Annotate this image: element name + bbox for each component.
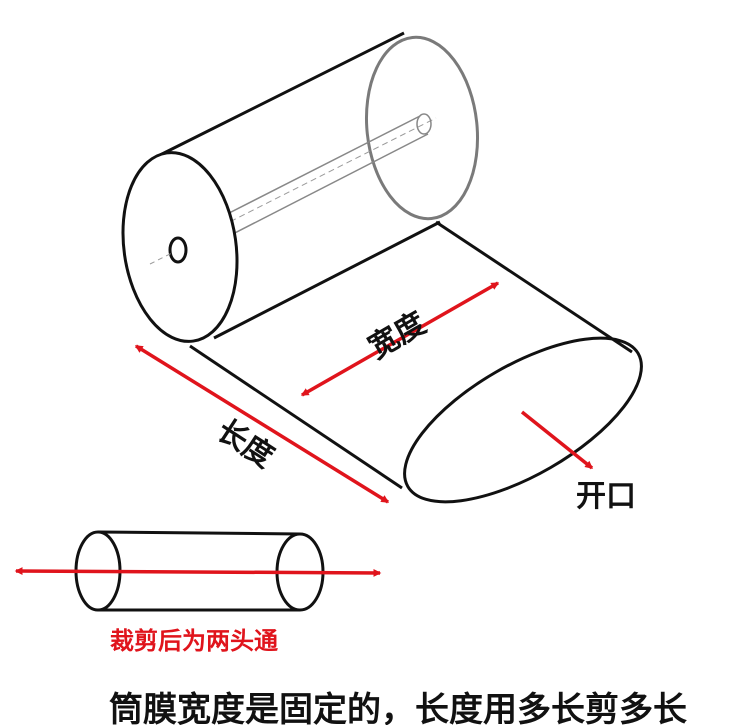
length-label: 长度	[210, 413, 279, 475]
roll-bottom-edge	[213, 220, 441, 340]
roll-top-edge	[159, 31, 405, 157]
roll-back-end	[364, 35, 480, 221]
film-left-edge	[189, 344, 403, 490]
film-roll	[121, 31, 480, 343]
width-label: 宽度	[363, 306, 432, 366]
length-arrow	[134, 344, 390, 504]
core-hole	[168, 236, 188, 264]
film-right-edge	[435, 220, 633, 354]
cut-note-label: 裁剪后为两头通	[110, 627, 278, 655]
caption: 筒膜宽度是固定的，长度用多长剪多长	[109, 690, 687, 725]
opening-arrow	[520, 410, 594, 470]
cut-tube-arrow	[14, 567, 382, 577]
opening-label: 开口	[576, 479, 636, 514]
